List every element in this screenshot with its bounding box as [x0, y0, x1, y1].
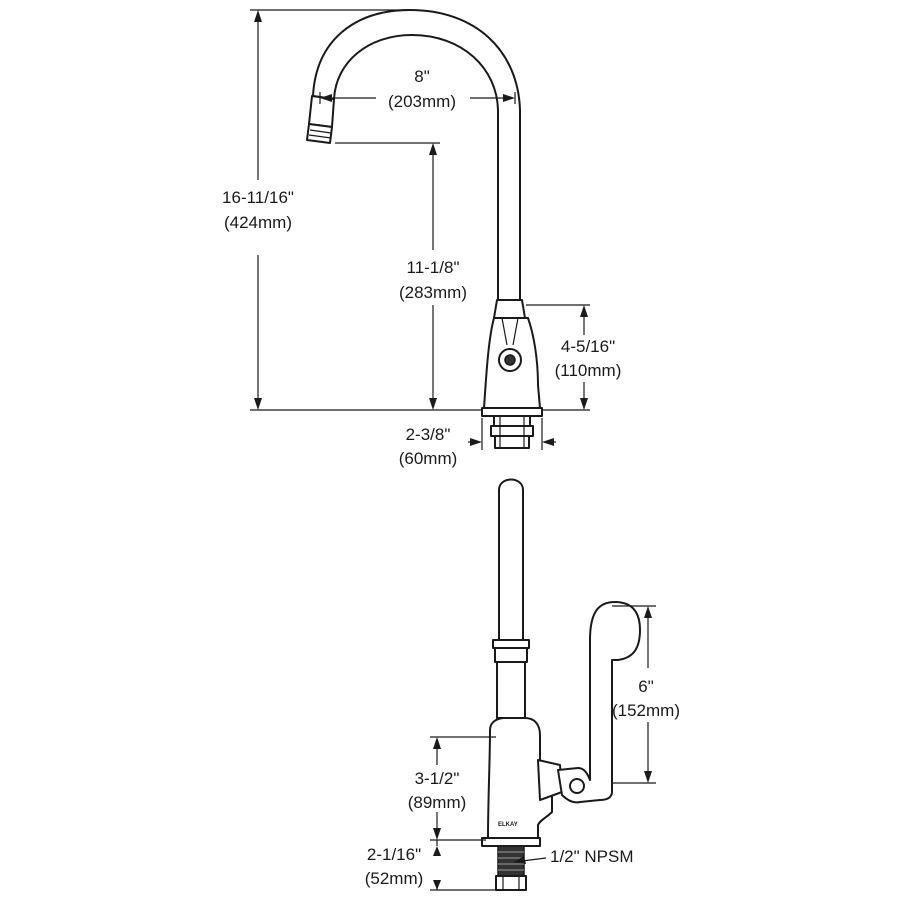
side-lower-riser [496, 661, 526, 719]
dim-side-body-height-imperial: 3-1/2" [415, 769, 460, 788]
side-collar-top [492, 639, 530, 649]
lock-nut [490, 425, 534, 437]
dim-spout-reach: 8" (203mm) [319, 67, 516, 111]
dim-handle-length-imperial: 6" [638, 677, 654, 696]
dim-handle-length-metric: (152mm) [612, 701, 680, 720]
dim-shank-length: 2-1/16" (52mm) [365, 840, 496, 891]
callout-thread: 1/2" NPSM [513, 847, 634, 866]
dim-body-height-imperial: 4-5/16" [561, 337, 615, 356]
gooseneck-faucet-front-view [306, 9, 543, 449]
dim-base-diameter: 2-3/8" (60mm) [399, 418, 556, 468]
side-base-flange [481, 837, 541, 847]
dim-overall-height-metric: (424mm) [224, 213, 292, 232]
dim-spout-reach-imperial: 8" [414, 67, 430, 86]
dim-body-height-metric: (110mm) [555, 361, 622, 380]
dim-spout-reach-metric: (203mm) [388, 92, 456, 111]
dim-spout-clearance: 11-1/8" (283mm) [335, 142, 467, 410]
shank-lower [494, 435, 530, 449]
shank-nut [495, 875, 527, 891]
dim-body-height: 4-5/16" (110mm) [526, 304, 622, 411]
aerator-tip [306, 123, 333, 144]
side-collar [494, 647, 528, 663]
dim-side-body-height: 3-1/2" (89mm) [408, 736, 496, 841]
wrist-blade-handle [557, 601, 641, 804]
callout-thread-label: 1/2" NPSM [550, 847, 634, 866]
spout-collar [493, 299, 526, 319]
side-spout-riser [498, 478, 524, 641]
dim-shank-length-imperial: 2-1/16" [367, 845, 421, 864]
dim-overall-height-imperial: 16-11/16" [222, 188, 294, 207]
dim-handle-length: 6" (152mm) [612, 605, 680, 784]
dim-side-body-height-metric: (89mm) [408, 793, 467, 812]
body-cap-center [504, 354, 516, 366]
dim-spout-clearance-imperial: 11-1/8" [407, 258, 460, 277]
dim-base-diameter-imperial: 2-3/8" [406, 425, 451, 444]
dim-base-diameter-metric: (60mm) [399, 449, 458, 468]
faucet-side-view: ELKAY [481, 478, 641, 891]
handle-screw [569, 778, 585, 794]
dim-shank-length-metric: (52mm) [365, 869, 424, 888]
dim-overall-height: 16-11/16" (424mm) [222, 9, 482, 411]
side-body-logo: ELKAY [498, 822, 518, 828]
valve-housing [537, 759, 563, 801]
dim-spout-clearance-metric: (283mm) [399, 283, 467, 302]
base-flange [481, 407, 543, 417]
gooseneck-spout [312, 9, 521, 301]
